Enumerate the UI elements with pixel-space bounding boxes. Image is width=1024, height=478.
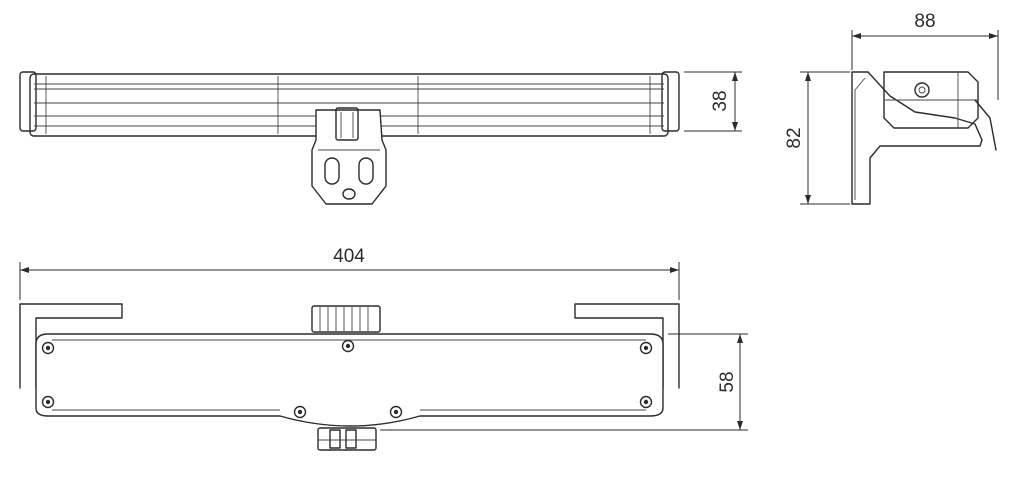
dimension-front-height: 58 bbox=[380, 333, 748, 431]
screw-bottom-left bbox=[41, 395, 55, 409]
screw-bottom-center-right bbox=[389, 405, 403, 419]
dimension-label-front-length: 404 bbox=[333, 246, 365, 267]
dimension-side-width: 88 bbox=[851, 11, 999, 100]
dimension-side-height: 82 bbox=[784, 71, 850, 205]
screw-bottom-center-left bbox=[293, 405, 307, 419]
dimension-front-length: 404 bbox=[19, 246, 680, 300]
dimension-label-side-height: 82 bbox=[784, 127, 805, 148]
side-view bbox=[851, 71, 997, 205]
dimension-label-top-height: 38 bbox=[710, 90, 731, 111]
dimension-label-side-width: 88 bbox=[914, 11, 935, 32]
screw-top-right bbox=[639, 341, 653, 355]
top-view bbox=[19, 71, 680, 205]
dimension-label-front-height: 58 bbox=[717, 371, 738, 392]
screw-top-left bbox=[41, 341, 55, 355]
front-view bbox=[19, 303, 680, 451]
dimension-top-height: 38 bbox=[684, 71, 742, 132]
screw-top-center bbox=[341, 339, 355, 353]
screw-bottom-right bbox=[639, 395, 653, 409]
